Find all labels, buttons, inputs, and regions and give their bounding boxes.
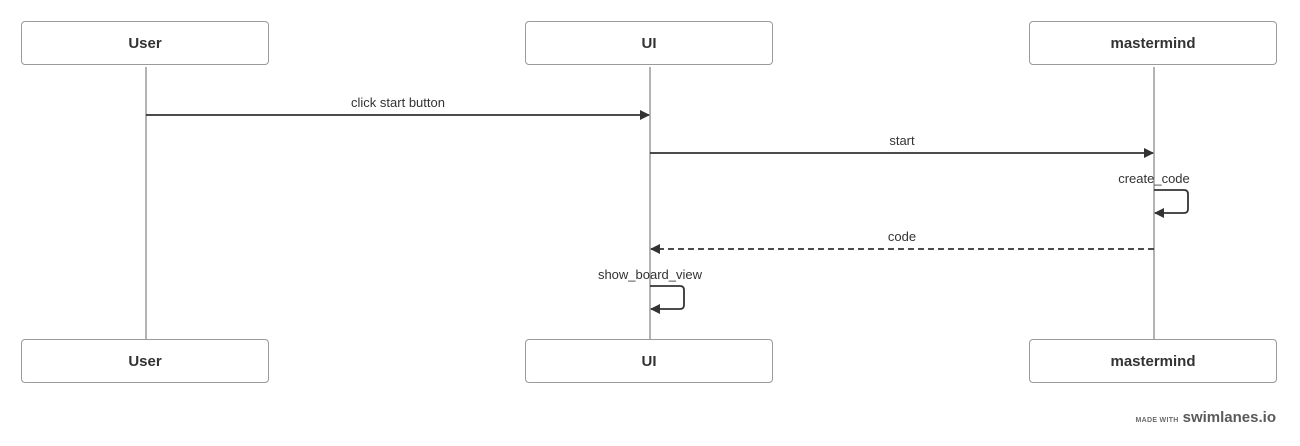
participant-mastermind-top: mastermind: [1029, 21, 1277, 65]
message-label-click-start-button: click start button: [351, 95, 445, 110]
message-label-start: start: [889, 133, 915, 148]
message-label-code: code: [888, 229, 916, 244]
message-label-show-board-view: show_board_view: [598, 267, 703, 282]
participant-user-label: User: [128, 34, 162, 52]
participant-ui-bottom: UI: [525, 339, 773, 383]
participant-user-bottom: User: [21, 339, 269, 383]
message-label-create-code: create_code: [1118, 171, 1190, 186]
participant-user-label: User: [128, 352, 162, 370]
watermark: MADE WITH swimlanes.io: [1135, 409, 1276, 426]
participant-user-top: User: [21, 21, 269, 65]
participant-ui-top: UI: [525, 21, 773, 65]
participant-mastermind-label: mastermind: [1110, 352, 1196, 370]
self-message-show-board-view: [650, 285, 685, 314]
self-message-create-code: [1154, 189, 1189, 218]
watermark-prefix: MADE WITH: [1135, 417, 1179, 424]
participant-mastermind-label: mastermind: [1110, 34, 1196, 52]
watermark-brand: swimlanes.io: [1182, 409, 1276, 426]
participant-ui-label: UI: [641, 352, 657, 370]
participant-ui-label: UI: [641, 34, 657, 52]
participant-mastermind-bottom: mastermind: [1029, 339, 1277, 383]
